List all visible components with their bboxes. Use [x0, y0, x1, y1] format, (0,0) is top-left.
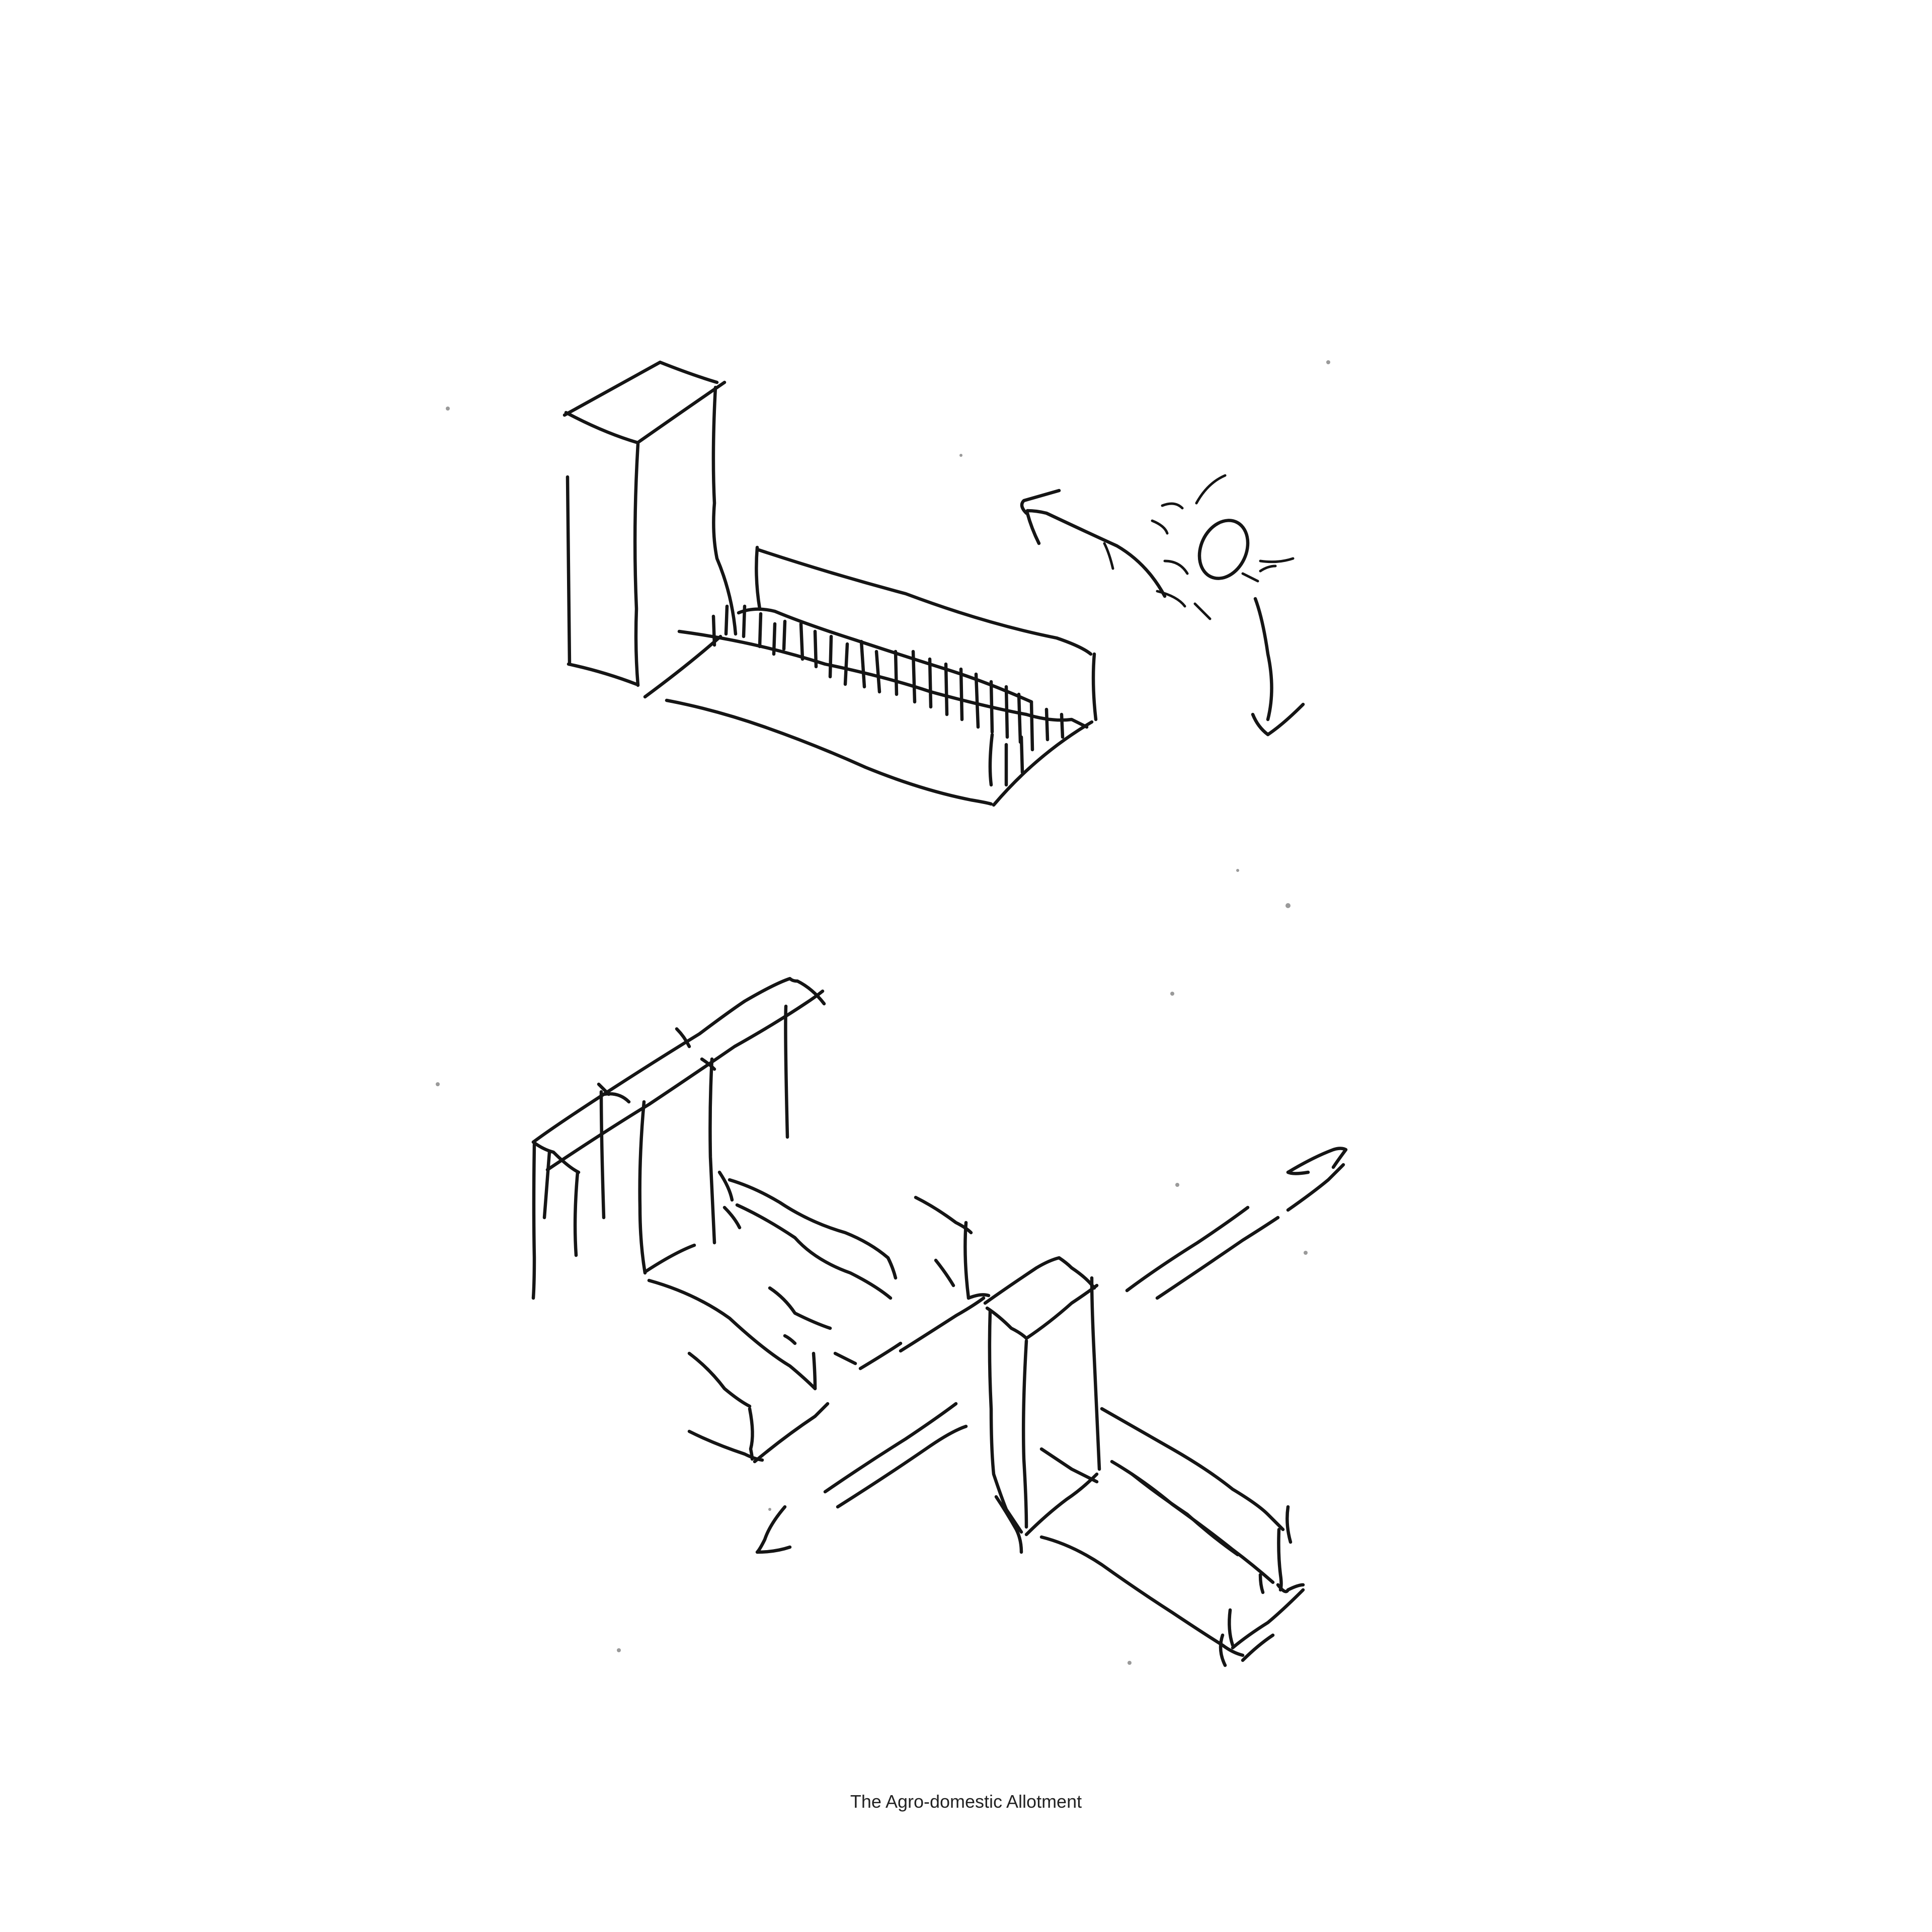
paper-specks — [436, 360, 1330, 1665]
top-sketch — [562, 360, 1098, 807]
caption: The Agro-domestic Allotment — [850, 1791, 1082, 1812]
bottom-sketch — [531, 977, 1348, 1667]
sun-path-icon — [1020, 474, 1305, 737]
